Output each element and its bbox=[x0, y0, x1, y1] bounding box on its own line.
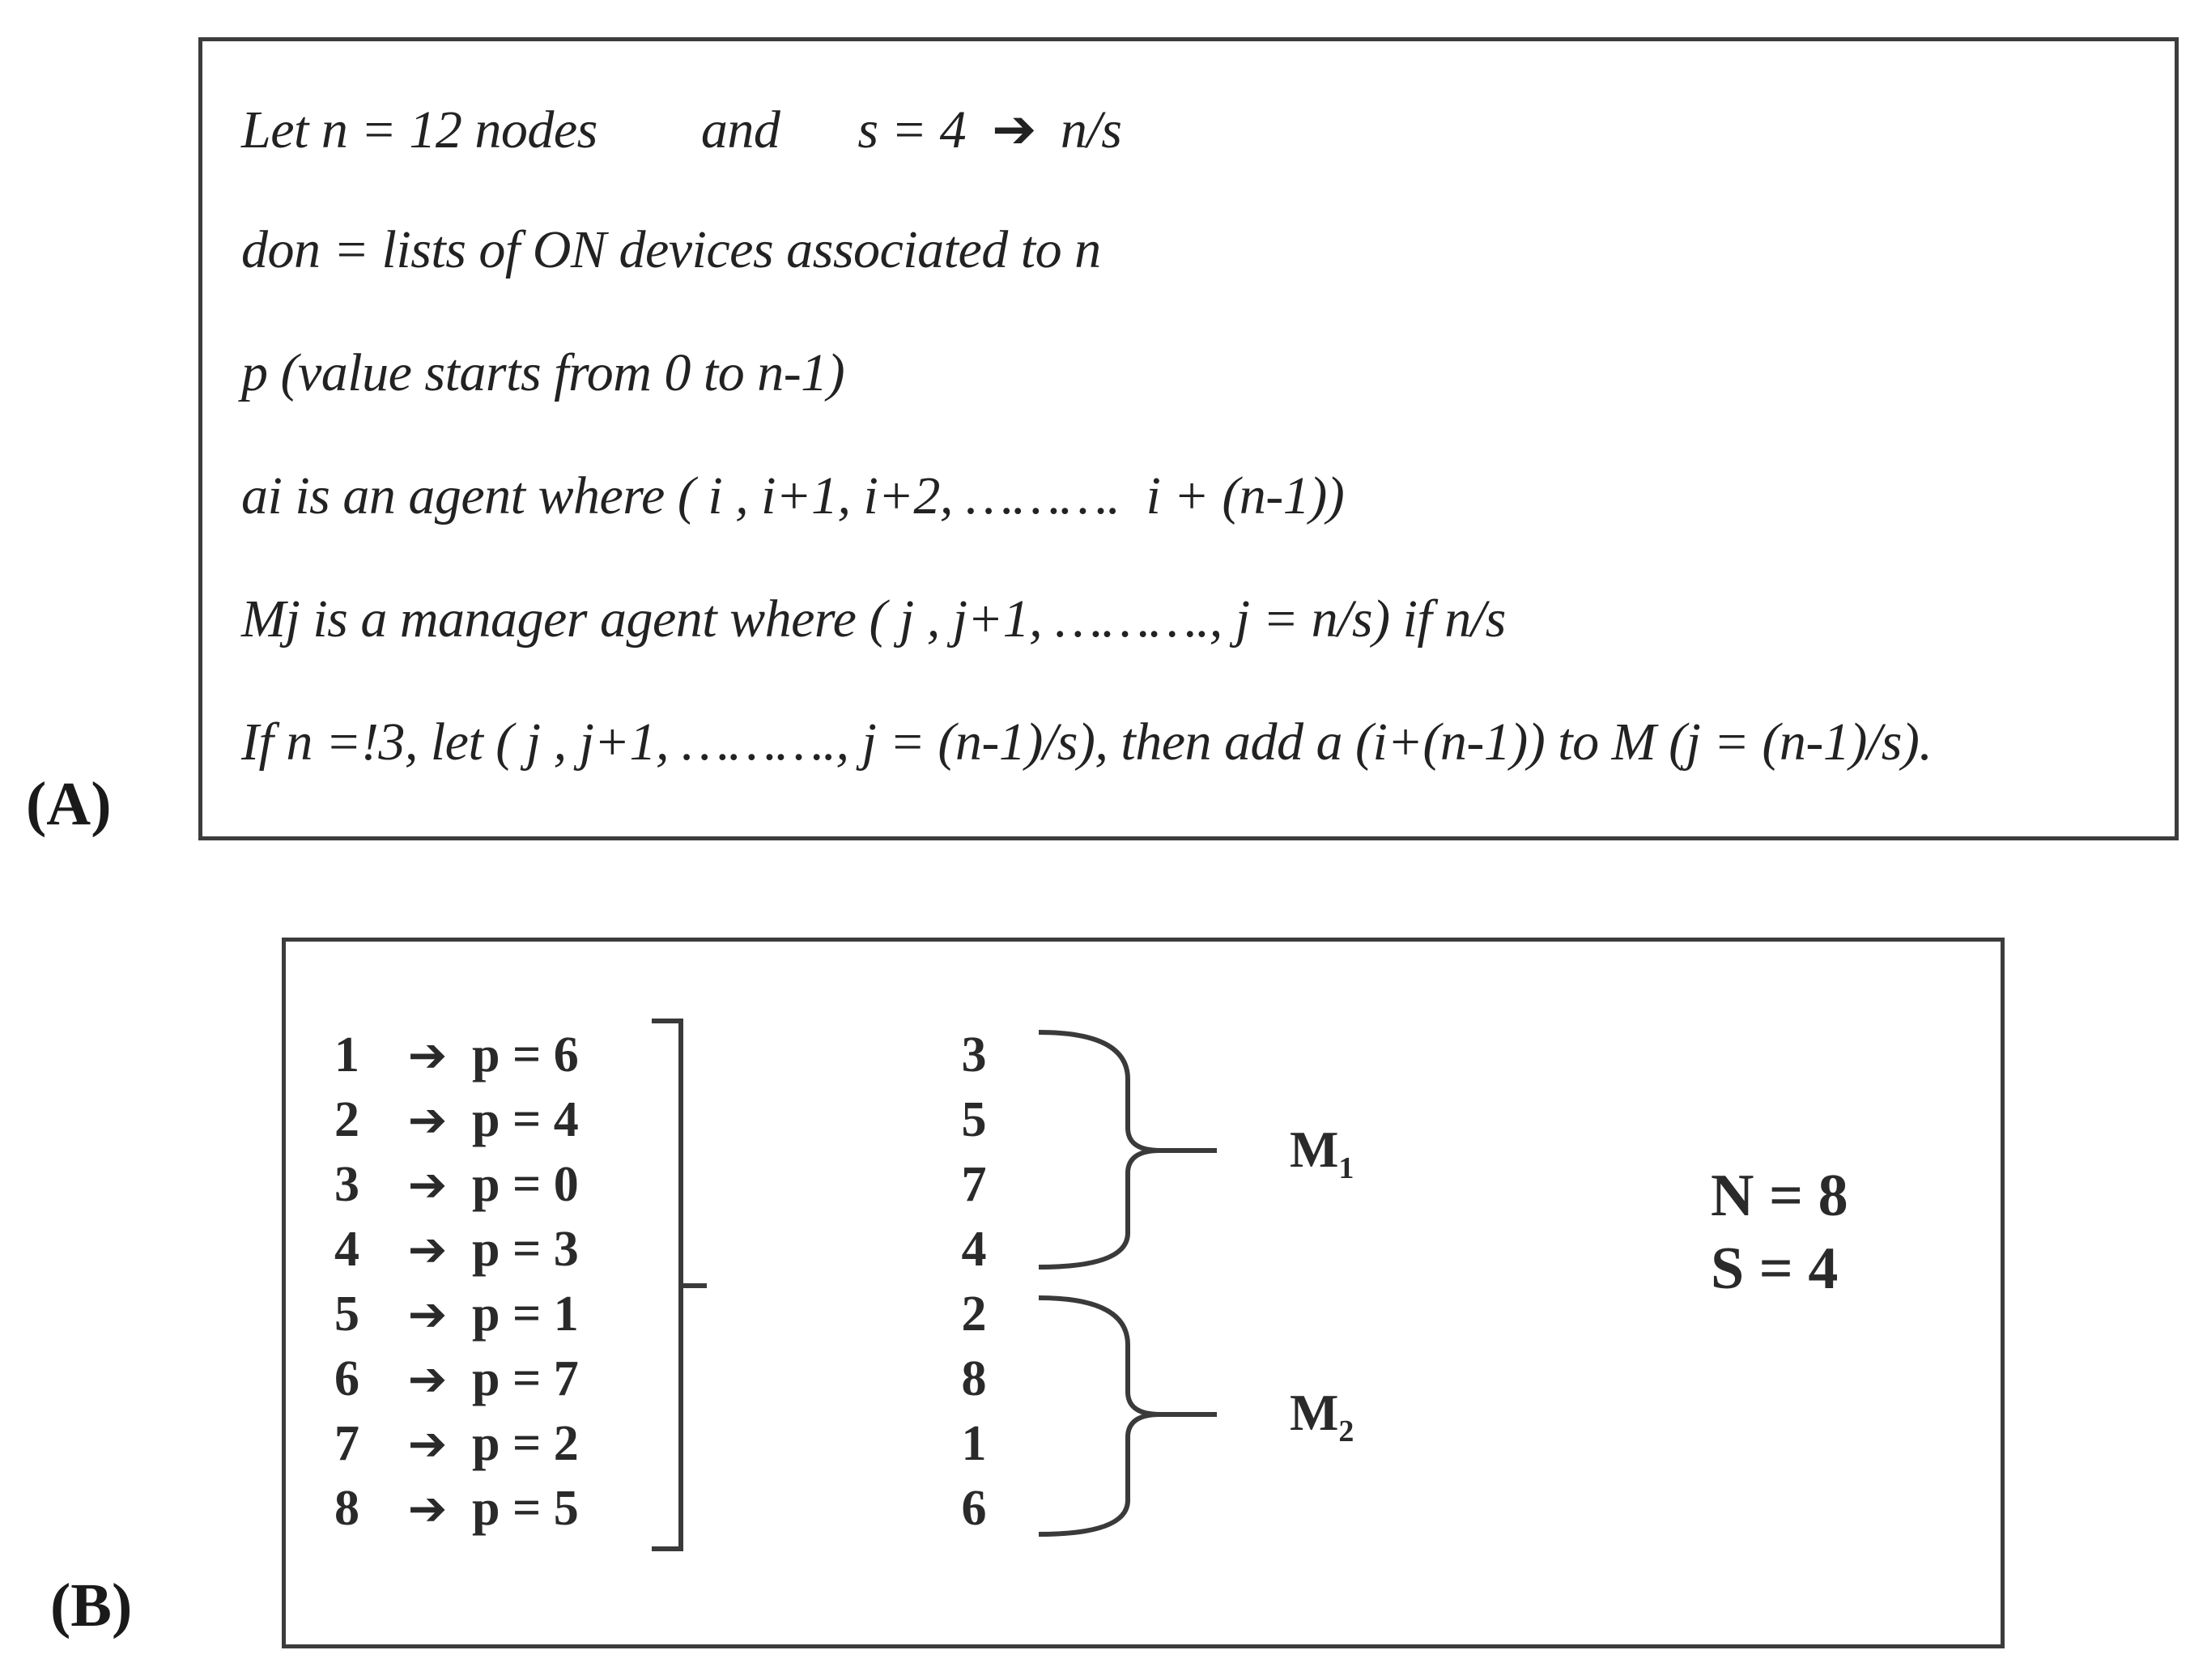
mapping-node: 2 bbox=[334, 1092, 359, 1147]
manager-label-1: M1 bbox=[1290, 1120, 1354, 1186]
panel-b-box: 1➔p = 6 2➔p = 4 3➔p = 0 4➔p = 3 5➔p = 1 … bbox=[282, 938, 2005, 1648]
mapping-eq: p = 0 bbox=[472, 1157, 579, 1212]
ordered-node: 3 bbox=[961, 1027, 987, 1082]
mapping-row: 1 ➔ p = 6 bbox=[334, 1027, 579, 1084]
definition-line-3: p (value starts from 0 to n-1) bbox=[241, 343, 845, 402]
ordered-node: 5 bbox=[961, 1092, 987, 1147]
mapping-row: 2 ➔ p = 4 bbox=[334, 1091, 579, 1149]
mapping-eq: p = 6 bbox=[472, 1027, 579, 1082]
manager-base: M bbox=[1290, 1121, 1339, 1178]
param-s: S = 4 bbox=[1711, 1236, 1839, 1302]
ordered-node: 6 bbox=[961, 1481, 987, 1536]
mapping-eq: p = 1 bbox=[472, 1287, 579, 1342]
definition-line-1-tail: n/s bbox=[1060, 100, 1122, 159]
right-arrow-icon: ➔ bbox=[407, 1351, 448, 1406]
mapping-eq: p = 2 bbox=[472, 1416, 579, 1471]
right-arrow-icon: ➔ bbox=[407, 1416, 448, 1471]
manager-subscript: 1 bbox=[1338, 1150, 1354, 1185]
manager-2-bracket bbox=[1038, 1295, 1217, 1537]
ordered-node: 8 bbox=[961, 1351, 987, 1406]
definition-line-1: Let n = 12 nodes and s = 4 ➔ n/s bbox=[241, 98, 1122, 161]
mapping-node: 3 bbox=[334, 1157, 359, 1212]
mapping-node: 8 bbox=[334, 1481, 359, 1536]
right-arrow-icon: ➔ bbox=[992, 98, 1036, 160]
mapping-row: 4 ➔ p = 3 bbox=[334, 1221, 579, 1278]
manager-label-2: M2 bbox=[1290, 1383, 1354, 1449]
panel-a-label: (A) bbox=[26, 770, 112, 838]
right-arrow-icon: ➔ bbox=[407, 1222, 448, 1277]
bracket-lines bbox=[652, 1019, 1217, 1551]
definition-line-5: Mj is a manager agent where ( j , j+1, …… bbox=[241, 589, 1506, 649]
mapping-eq: p = 4 bbox=[472, 1092, 579, 1147]
mapping-node: 7 bbox=[334, 1416, 359, 1471]
manager-1-bracket bbox=[1038, 1030, 1217, 1270]
ordered-node: 7 bbox=[961, 1157, 987, 1212]
mapping-row: 5 ➔ p = 1 bbox=[334, 1286, 579, 1343]
right-arrow-icon: ➔ bbox=[407, 1092, 448, 1147]
mapping-bracket bbox=[652, 1019, 707, 1551]
param-n: N = 8 bbox=[1711, 1163, 1848, 1229]
manager-subscript: 2 bbox=[1338, 1414, 1354, 1448]
definition-line-1-text: Let n = 12 nodes and s = 4 bbox=[241, 100, 993, 159]
right-arrow-icon: ➔ bbox=[407, 1027, 448, 1082]
mapping-row: 6 ➔ p = 7 bbox=[334, 1350, 579, 1408]
mapping-row: 3 ➔ p = 0 bbox=[334, 1156, 579, 1214]
mapping-node: 4 bbox=[334, 1222, 359, 1277]
mapping-eq: p = 7 bbox=[472, 1351, 579, 1406]
mapping-eq: p = 3 bbox=[472, 1222, 579, 1277]
right-arrow-icon: ➔ bbox=[407, 1157, 448, 1212]
mapping-node: 5 bbox=[334, 1287, 359, 1342]
ordered-node: 2 bbox=[961, 1287, 987, 1342]
right-arrow-icon: ➔ bbox=[407, 1481, 448, 1536]
mapping-node: 6 bbox=[334, 1351, 359, 1406]
definition-line-2: don = lists of ON devices associated to … bbox=[241, 220, 1101, 279]
manager-base: M bbox=[1290, 1384, 1339, 1441]
ordered-node: 1 bbox=[961, 1416, 987, 1471]
mapping-row: 7 ➔ p = 2 bbox=[334, 1415, 579, 1473]
definition-line-6: If n =!3, let ( j , j+1, ………., j = (n-1)… bbox=[241, 712, 1933, 772]
right-arrow-icon: ➔ bbox=[407, 1287, 448, 1342]
panel-b-label: (B) bbox=[50, 1572, 133, 1640]
mapping-eq: p = 5 bbox=[472, 1481, 579, 1536]
definition-line-4: ai is an agent where ( i , i+1, i+2, ………… bbox=[241, 466, 1345, 525]
ordered-node: 4 bbox=[961, 1222, 987, 1277]
mapping-row: 8 ➔ p = 5 bbox=[334, 1480, 579, 1538]
mapping-node: 1 bbox=[334, 1027, 359, 1082]
panel-a-box: Let n = 12 nodes and s = 4 ➔ n/s don = li… bbox=[198, 37, 2179, 840]
